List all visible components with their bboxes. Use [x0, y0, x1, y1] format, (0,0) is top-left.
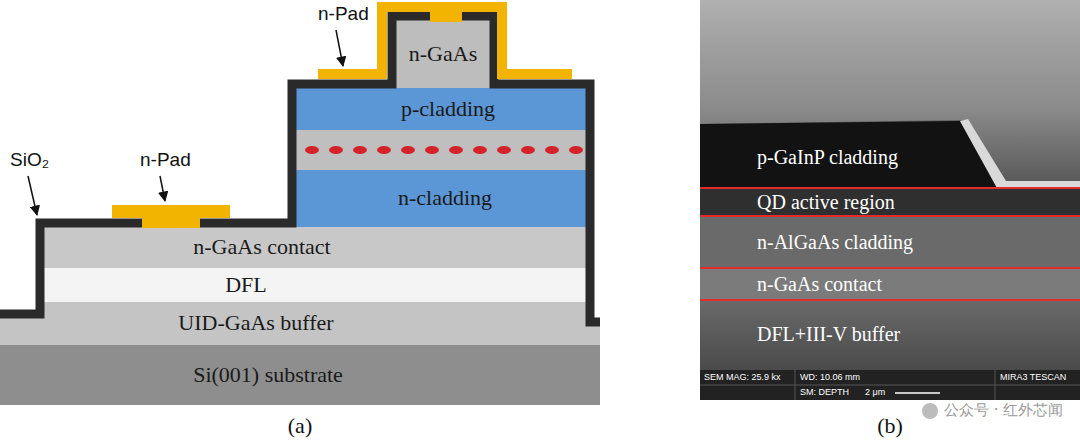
- layer-band: p-cladding: [296, 88, 586, 130]
- quantum-dot: [305, 146, 319, 154]
- layer-band: n-GaAs contact: [44, 227, 586, 268]
- layer-name: UID-GaAs buffer: [178, 311, 333, 335]
- sem-info-bar: [700, 370, 1080, 400]
- sem-ridge-surface: [700, 0, 1080, 182]
- panel-label: (a): [288, 414, 312, 438]
- cap-fill: [396, 20, 490, 88]
- sem-background: [700, 0, 1080, 370]
- sem-info: SEM MAG: 25.9 kx: [704, 373, 781, 383]
- info-bar-divider: [700, 385, 1080, 386]
- panel-label: (b): [877, 414, 903, 438]
- sem-contact: [700, 268, 1080, 300]
- layer-name: n-cladding: [398, 186, 492, 210]
- info-bar-divider: [795, 370, 796, 400]
- top-pad-contact: [430, 2, 462, 22]
- quantum-dot: [353, 146, 367, 154]
- dfl-fill: [44, 268, 586, 302]
- sem-info: SM: DEPTH: [800, 388, 849, 398]
- quantum-dot: [401, 146, 415, 154]
- pad-label: n-Pad: [318, 4, 369, 25]
- boundary-line: [700, 187, 1080, 189]
- sem-layer-label: p-GaInP cladding: [757, 146, 898, 168]
- quantum-dots: [305, 146, 583, 154]
- p-cladding-fill: [296, 88, 586, 130]
- layer-band: n-GaAs: [396, 20, 490, 88]
- leader-arrow: [28, 176, 37, 215]
- sem-buffer: [700, 300, 1080, 370]
- layer-name: Si(001) substrate: [193, 363, 343, 387]
- leader-arrow: [160, 176, 165, 201]
- leader-arrow: [336, 30, 343, 66]
- sem-layer-label: DFL+III-V buffer: [757, 323, 900, 345]
- lower-pad: [112, 205, 230, 228]
- layer-band: UID-GaAs buffer: [44, 302, 586, 345]
- scale-bar: [895, 392, 940, 394]
- quantum-dot: [521, 146, 535, 154]
- watermark: 公众号 · 红外芯闻: [944, 402, 1063, 419]
- sem-layer-label: n-AlGaAs cladding: [757, 231, 913, 253]
- boundary-line: [700, 215, 1080, 217]
- quantum-dot: [377, 146, 391, 154]
- watermark-icon: [922, 403, 938, 419]
- passivation-label: SiO₂: [10, 150, 49, 171]
- quantum-dot: [425, 146, 439, 154]
- sem-active-region: [700, 188, 1080, 216]
- n-cladding-fill: [296, 170, 586, 227]
- info-bar-divider: [995, 370, 996, 400]
- sem-n-cladding: [700, 216, 1080, 268]
- sem-boundaries: [700, 188, 1080, 300]
- quantum-dot: [545, 146, 559, 154]
- boundary-line: [700, 299, 1080, 301]
- active-region-fill: [296, 130, 586, 170]
- sem-layer-label: n-GaAs contact: [757, 273, 882, 295]
- sem-info: MIRA3 TESCAN: [1000, 373, 1066, 383]
- quantum-dot: [473, 146, 487, 154]
- pad-label: n-Pad: [140, 150, 191, 171]
- quantum-dot: [497, 146, 511, 154]
- buffer-fill: [0, 302, 600, 345]
- sio2-passivation: [0, 16, 600, 322]
- layer-name: n-GaAs: [409, 42, 477, 66]
- contact-fill: [44, 227, 586, 268]
- sem-ridge-edge: [960, 119, 1080, 189]
- layer-name: p-cladding: [401, 97, 495, 121]
- layer-band: Si(001) substrate: [0, 345, 600, 405]
- layer-name: DFL: [225, 273, 267, 297]
- sem-p-cladding: [700, 121, 997, 188]
- layer-band: n-cladding: [296, 170, 586, 227]
- layer-name: n-GaAs contact: [193, 235, 330, 259]
- sem-layer-label: QD active region: [757, 191, 895, 213]
- quantum-dot: [449, 146, 463, 154]
- substrate-fill: [0, 345, 600, 405]
- quantum-dot: [329, 146, 343, 154]
- layer-band: DFL: [44, 268, 586, 302]
- boundary-line: [700, 267, 1080, 269]
- quantum-dot: [569, 146, 583, 154]
- scale-label: 2 μm: [865, 388, 885, 398]
- sem-info: WD: 10.06 mm: [800, 373, 860, 383]
